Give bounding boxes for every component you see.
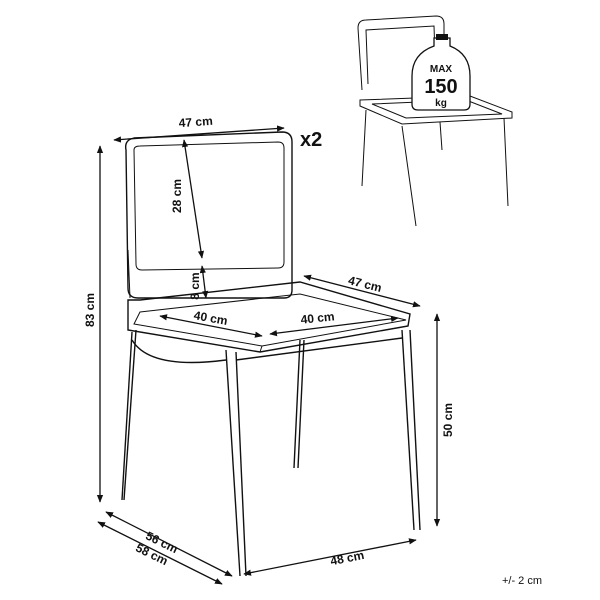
dimension-lines <box>96 125 441 585</box>
seat-inner-right-label: 40 cm <box>300 309 335 326</box>
max-load-line1: MAX <box>430 64 453 75</box>
max-load: MAX 150 kg <box>424 64 457 109</box>
front-width-label: 48 cm <box>329 548 365 568</box>
seat-height-label: 50 cm <box>441 403 455 437</box>
gap-height-label: 8 cm <box>188 272 202 299</box>
max-load-line3: kg <box>435 98 447 109</box>
tolerance-note: +/- 2 cm <box>502 575 542 587</box>
dimension-labels: 47 cm 28 cm 8 cm 47 cm 40 cm 40 cm 83 cm… <box>83 114 455 568</box>
seat-inner-left-label: 40 cm <box>193 308 229 328</box>
weight-icon <box>411 34 471 111</box>
quantity-label: x2 <box>300 129 322 151</box>
backrest-height-label: 28 cm <box>170 179 184 213</box>
top-back-width-label: 47 cm <box>178 114 213 130</box>
main-chair-drawing <box>121 131 421 577</box>
max-load-line2: 150 <box>424 76 457 98</box>
total-height-label: 83 cm <box>83 293 97 327</box>
